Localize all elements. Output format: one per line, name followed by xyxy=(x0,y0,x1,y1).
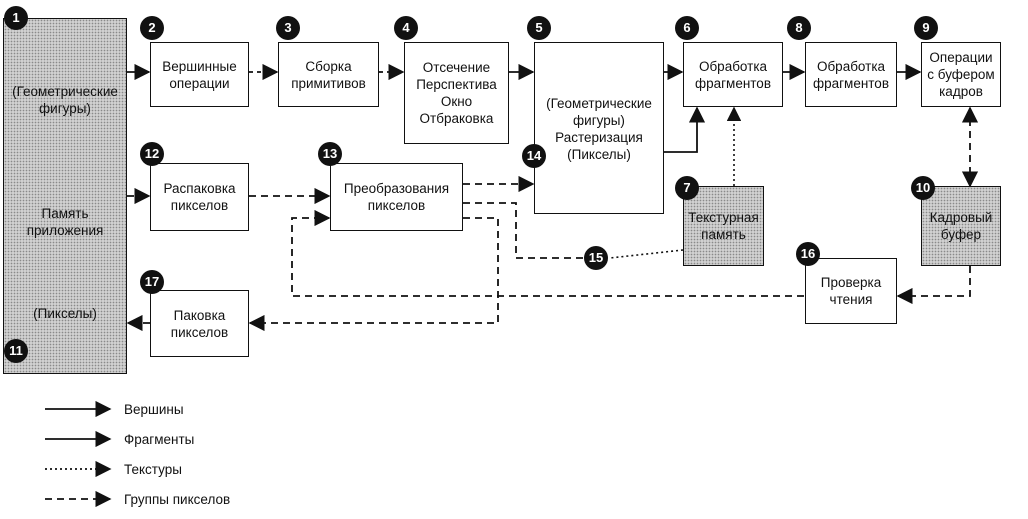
rasterization-line-4: (Пикселы) xyxy=(567,147,631,162)
pixel-pack-label: Паковка пикселов xyxy=(170,307,229,340)
arrow-texture-path-15 xyxy=(609,249,684,259)
badge-4: 4 xyxy=(394,16,418,40)
legend-pixel-groups: Группы пикселов xyxy=(124,492,231,507)
fragment-operations-label-1: Обработка фрагментов xyxy=(694,58,771,91)
legend-vertices: Вершины xyxy=(124,402,184,417)
badge-14: 14 xyxy=(522,144,546,168)
pixel-pack-box: Паковка пикселов xyxy=(150,290,249,357)
arrow-transfer-to-texture xyxy=(463,202,583,259)
arrow-transfer-to-pack xyxy=(248,217,499,332)
framebuffer-label: Кадровый буфер xyxy=(929,210,993,242)
badge-10: 10 xyxy=(911,176,935,200)
rasterization-box: (Геометрические фигуры) Растеризация (Пи… xyxy=(534,42,664,214)
arrow-read-control-to-transfer xyxy=(291,209,804,297)
clipping-line-4: Отбраковка xyxy=(419,111,494,126)
geometry-label: (Геометрические фигуры) xyxy=(12,84,118,116)
badge-15: 15 xyxy=(584,246,608,270)
rasterization-line-1: (Геометрические xyxy=(546,96,652,111)
clipping-box: Отсечение Перспектива Окно Отбраковка xyxy=(404,42,509,144)
arrow-raster-up-to-fragment xyxy=(664,106,706,153)
badge-11: 11 xyxy=(4,339,28,363)
vertex-operations-label: Вершинные операции xyxy=(162,58,237,91)
badge-8: 8 xyxy=(787,16,811,40)
texture-memory-label: Текстурная память xyxy=(688,210,759,242)
badge-17: 17 xyxy=(140,270,164,294)
pixel-transfer-label: Преобразования пикселов xyxy=(343,181,450,213)
badge-6: 6 xyxy=(675,16,699,40)
application-memory-box: (Геометрические фигуры) Память приложени… xyxy=(3,18,127,374)
read-control-box: Проверка чтения xyxy=(805,258,897,324)
vertex-operations-box: Вершинные операции xyxy=(150,42,249,107)
fragment-operations-box-1: Обработка фрагментов xyxy=(683,42,783,107)
application-memory-label: Память приложения xyxy=(26,206,104,238)
clipping-line-1: Отсечение xyxy=(422,60,491,75)
badge-7: 7 xyxy=(675,176,699,200)
badge-3: 3 xyxy=(276,16,300,40)
badge-16: 16 xyxy=(796,242,820,266)
legend-fragments: Фрагменты xyxy=(124,432,195,447)
badge-1: 1 xyxy=(4,6,28,30)
badge-5: 5 xyxy=(527,16,551,40)
legend-textures: Текстуры xyxy=(124,462,182,477)
framebuffer-operations-box: Операции с буфером кадров xyxy=(921,42,1001,107)
clipping-line-3: Окно xyxy=(440,94,473,109)
framebuffer-operations-label: Операции с буфером кадров xyxy=(927,50,995,99)
pixel-transfer-box: Преобразования пикселов xyxy=(330,163,463,231)
fragment-operations-label-2: Обработка фрагментов xyxy=(812,58,889,91)
badge-13: 13 xyxy=(318,142,342,166)
primitive-assembly-box: Сборка примитивов xyxy=(278,42,379,107)
pixels-label: (Пикселы) xyxy=(33,306,97,321)
read-control-label: Проверка чтения xyxy=(820,275,882,307)
rasterization-line-3: Растеризация xyxy=(555,130,643,145)
badge-9: 9 xyxy=(914,16,938,40)
texture-memory-box: Текстурная память xyxy=(683,186,764,266)
framebuffer-box: Кадровый буфер xyxy=(921,186,1001,266)
clipping-line-2: Перспектива xyxy=(416,77,497,92)
pixel-unpack-label: Распаковка пикселов xyxy=(163,181,236,213)
rasterization-line-2: фигуры) xyxy=(573,113,625,128)
fragment-operations-box-2: Обработка фрагментов xyxy=(805,42,897,107)
arrow-framebuffer-to-read-control xyxy=(896,266,971,305)
primitive-assembly-label: Сборка примитивов xyxy=(291,58,366,91)
badge-2: 2 xyxy=(140,16,164,40)
badge-12: 12 xyxy=(140,142,164,166)
